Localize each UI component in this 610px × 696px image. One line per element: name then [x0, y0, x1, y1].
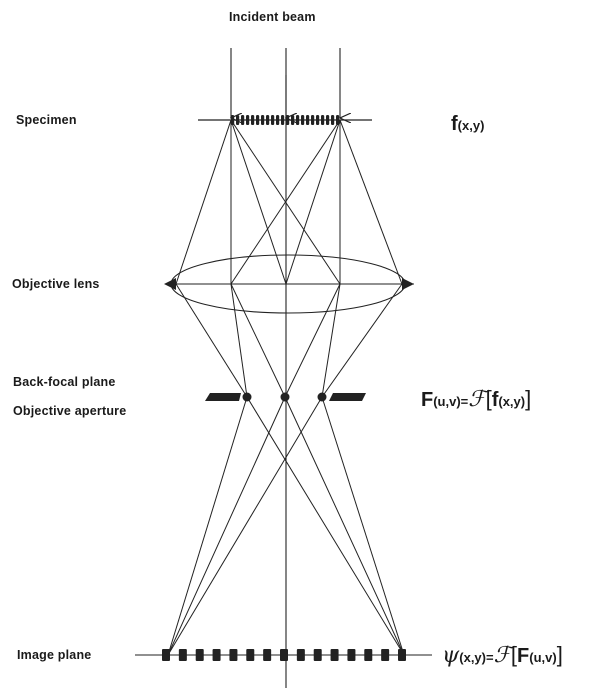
- image-block: [195, 649, 204, 661]
- ray: [175, 283, 248, 398]
- specimen-grating-tooth: [311, 115, 315, 125]
- image-open-bracket: [: [510, 642, 518, 667]
- bfp-inner-f: f: [491, 389, 499, 411]
- image-block: [381, 649, 390, 661]
- aperture-right-blade: [329, 393, 366, 401]
- image-block: [330, 649, 339, 661]
- objective-aperture: [205, 392, 366, 402]
- image-block: [296, 649, 305, 661]
- specimen-label: Specimen: [16, 113, 77, 127]
- psi-symbol: ψ: [442, 643, 460, 668]
- aperture-left-blade: [205, 393, 241, 401]
- incident-beam-label: Incident beam: [229, 10, 316, 24]
- rays: [167, 119, 405, 656]
- specimen-grating-tooth: [251, 115, 255, 125]
- ray: [339, 119, 403, 285]
- lens-left-tip: [164, 278, 176, 290]
- image-inner-F: F: [517, 645, 530, 667]
- specimen-grating-tooth: [236, 115, 240, 125]
- specimen-grating-tooth: [241, 115, 245, 125]
- ray: [230, 119, 287, 285]
- bfp-F-symbol: F: [421, 389, 434, 411]
- specimen-grating-tooth: [256, 115, 260, 125]
- diffraction-spot-left: [242, 392, 252, 402]
- image-block: [229, 649, 238, 661]
- fourier-transform-symbol-2: ℱ: [493, 643, 511, 668]
- ray: [230, 283, 286, 398]
- ray: [284, 396, 405, 656]
- specimen-grating-tooth: [321, 115, 325, 125]
- image-block: [178, 649, 187, 661]
- objective-aperture-label: Objective aperture: [13, 404, 127, 418]
- ray: [167, 396, 323, 656]
- specimen-grating-tooth: [261, 115, 265, 125]
- specimen-grating-tooth: [286, 115, 290, 125]
- ray: [230, 119, 341, 285]
- objective-lens-label: Objective lens: [12, 277, 100, 291]
- image-block: [398, 649, 406, 661]
- image-block: [263, 649, 272, 661]
- back-focal-plane-equation: F(u,v)=ℱ[f(x,y)]: [421, 386, 531, 412]
- bfp-open-bracket: [: [485, 386, 492, 411]
- image-plane: [135, 649, 432, 661]
- image-block: [313, 649, 322, 661]
- image-block: [246, 649, 255, 661]
- specimen-grating-tooth: [301, 115, 305, 125]
- specimen-grating-tooth: [281, 115, 285, 125]
- image-inner-args: (u,v): [529, 650, 557, 665]
- fourier-transform-symbol: ℱ: [468, 387, 486, 412]
- specimen-f-args: (x,y): [457, 118, 485, 133]
- image-block: [347, 649, 356, 661]
- bfp-equals: =: [460, 394, 469, 409]
- image-plane-equation: ψ(x,y)=ℱ[F(u,v)]: [442, 642, 563, 668]
- ray: [321, 396, 405, 656]
- specimen-f-symbol: f: [451, 113, 458, 135]
- specimen-grating-tooth: [331, 115, 335, 125]
- specimen-grating-tooth: [296, 115, 300, 125]
- objective-lens: [164, 254, 414, 314]
- specimen-plane: [198, 115, 372, 125]
- specimen-grating-tooth: [246, 115, 250, 125]
- incident-beam-arrows: [231, 48, 340, 118]
- specimen-function: f(x,y): [451, 113, 484, 136]
- image-block: [212, 649, 221, 661]
- ray: [321, 283, 403, 398]
- diffraction-spot-right: [317, 392, 327, 402]
- image-psi-args: (x,y): [459, 650, 486, 665]
- lens-right-tip: [402, 278, 414, 290]
- ray: [167, 396, 286, 656]
- bfp-F-args: (u,v): [433, 394, 461, 409]
- bfp-inner-args: (x,y): [498, 394, 526, 409]
- specimen-grating-tooth: [326, 115, 330, 125]
- image-close-bracket: ]: [556, 642, 563, 667]
- ray: [230, 283, 248, 398]
- ray: [175, 119, 232, 285]
- ray: [285, 119, 341, 285]
- ray: [284, 283, 341, 398]
- ray: [321, 283, 341, 398]
- bfp-close-bracket: ]: [525, 386, 532, 411]
- diffraction-spot-center: [280, 392, 290, 402]
- ray: [167, 396, 248, 656]
- image-equals: =: [486, 650, 494, 665]
- ray: [246, 396, 405, 656]
- specimen-grating-tooth: [266, 115, 270, 125]
- specimen-grating-tooth: [271, 115, 275, 125]
- image-blocks: [162, 649, 406, 661]
- specimen-grating: [231, 115, 340, 125]
- image-block: [364, 649, 373, 661]
- specimen-grating-tooth: [291, 115, 295, 125]
- back-focal-plane-label: Back-focal plane: [13, 375, 116, 389]
- specimen-grating-tooth: [306, 115, 310, 125]
- image-plane-label: Image plane: [17, 648, 92, 662]
- image-block: [162, 649, 170, 661]
- image-block: [280, 649, 288, 661]
- specimen-grating-tooth: [276, 115, 280, 125]
- specimen-grating-tooth: [316, 115, 320, 125]
